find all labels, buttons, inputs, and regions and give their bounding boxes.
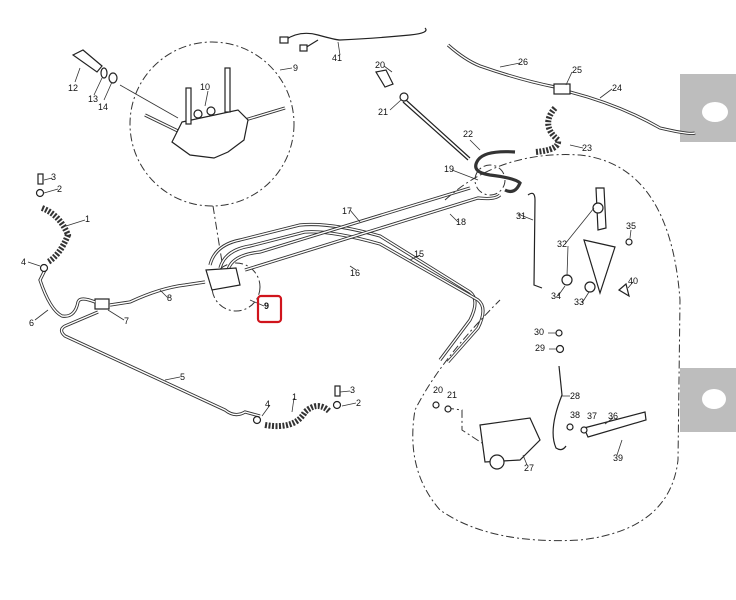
main-brake-lines [205, 186, 502, 364]
callout-3-rear: 3 [350, 385, 355, 395]
callout-27: 27 [524, 463, 534, 473]
callout-leaders [27, 41, 634, 466]
load-valve-27 [445, 407, 541, 470]
bolt-parts [71, 49, 118, 84]
callout-18: 18 [456, 217, 466, 227]
triangle-plate [583, 239, 616, 296]
callout-3: 3 [51, 172, 56, 182]
callout-32: 32 [557, 239, 567, 249]
callout-40: 40 [628, 276, 638, 286]
callout-4-rear: 4 [265, 399, 270, 409]
brake-valve-block [119, 67, 286, 159]
callout-33: 33 [574, 297, 584, 307]
brake-line-5 [59, 310, 261, 418]
callout-35: 35 [626, 221, 636, 231]
callout-17: 17 [342, 206, 352, 216]
callout-labels: 12 13 14 10 9 41 20 21 26 25 24 22 23 19… [21, 53, 638, 473]
callout-20: 20 [375, 60, 385, 70]
tee-fitting-7 [94, 298, 110, 310]
scan-hole [702, 389, 726, 409]
callout-20-rear: 20 [433, 385, 443, 395]
callout-29: 29 [535, 343, 545, 353]
callout-1-rear: 1 [292, 392, 297, 402]
callout-31: 31 [516, 211, 526, 221]
callout-34: 34 [551, 291, 561, 301]
callout-26: 26 [518, 57, 528, 67]
callout-24: 24 [612, 83, 622, 93]
callout-39: 39 [613, 453, 623, 463]
brake-line-22 [474, 150, 522, 194]
brake-line-8 [109, 280, 206, 307]
scan-hole [702, 102, 728, 122]
detail-circle [129, 41, 295, 207]
callout-2: 2 [57, 184, 62, 194]
callout-1: 1 [85, 214, 90, 224]
callout-22: 22 [463, 129, 473, 139]
detail-region-outline [412, 154, 681, 542]
detail-leader [212, 205, 223, 263]
callout-37: 37 [587, 411, 597, 421]
brake-line-6 [38, 269, 96, 318]
callout-14: 14 [98, 102, 108, 112]
rod-28 [552, 365, 567, 451]
callout-16: 16 [350, 268, 360, 278]
callout-2-rear: 2 [356, 398, 361, 408]
bolt-20 [375, 69, 394, 88]
callout-8: 8 [167, 293, 172, 303]
callout-23: 23 [582, 143, 592, 153]
highlight-box [256, 294, 283, 324]
callout-21-rear: 21 [447, 390, 457, 400]
callout-21: 21 [378, 107, 388, 117]
hose-1-front [40, 205, 72, 265]
lever-36 [583, 411, 647, 438]
callout-5: 5 [180, 372, 185, 382]
tee-fitting-25 [553, 83, 571, 95]
callout-41: 41 [332, 53, 342, 63]
callout-15: 15 [414, 249, 424, 259]
callout-30: 30 [534, 327, 544, 337]
callout-13: 13 [88, 94, 98, 104]
sensor-wire [284, 27, 427, 41]
callout-7: 7 [124, 316, 129, 326]
rod-31 [527, 192, 543, 289]
callout-36: 36 [608, 411, 618, 421]
hose-1-rear [264, 403, 333, 430]
callout-6: 6 [29, 318, 34, 328]
brake-line-26-24 [446, 43, 696, 136]
callout-38: 38 [570, 410, 580, 420]
callout-12: 12 [68, 83, 78, 93]
callout-10: 10 [200, 82, 210, 92]
callout-9-highlighted: 9 [264, 301, 269, 311]
detail-origin-circle [211, 262, 261, 312]
callout-4: 4 [21, 257, 26, 267]
callout-19: 19 [444, 164, 454, 174]
callout-28: 28 [570, 391, 580, 401]
hose-23 [534, 106, 562, 155]
callout-9-detail: 9 [293, 63, 298, 73]
callout-25: 25 [572, 65, 582, 75]
